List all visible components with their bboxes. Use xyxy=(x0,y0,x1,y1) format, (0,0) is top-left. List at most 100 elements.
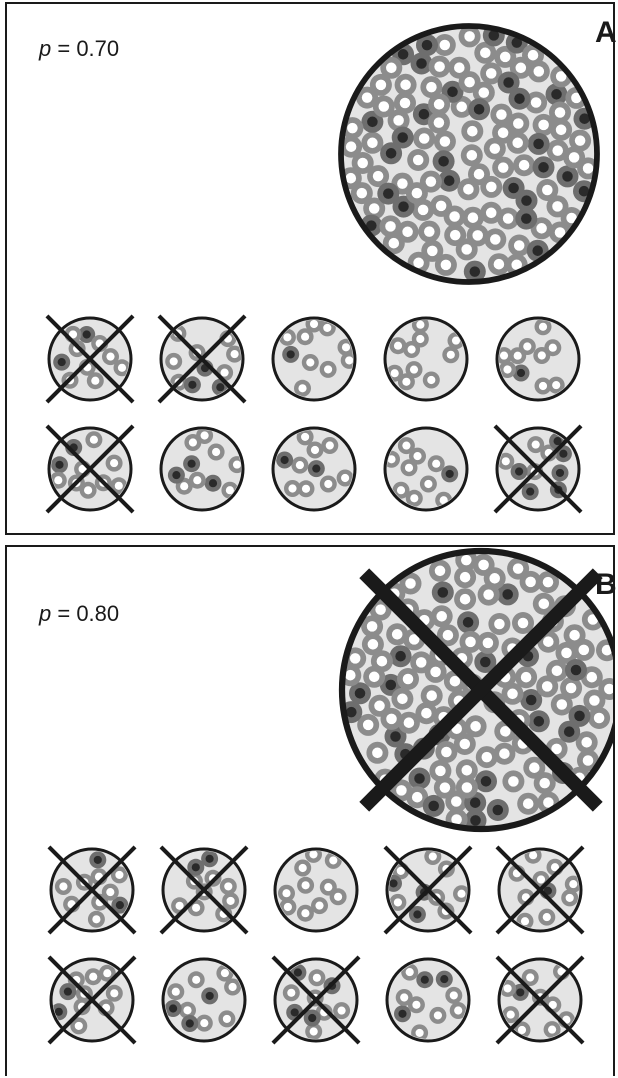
cell xyxy=(195,1014,213,1032)
dark-cell xyxy=(474,651,497,673)
cell xyxy=(105,454,123,472)
cell xyxy=(536,179,559,201)
dark-cell xyxy=(410,52,433,75)
cell xyxy=(361,633,384,656)
cell xyxy=(550,693,573,716)
cell xyxy=(466,224,489,247)
cell xyxy=(278,884,295,902)
cell xyxy=(429,759,452,782)
dark-cell xyxy=(435,970,453,988)
cell xyxy=(537,571,559,594)
cell xyxy=(461,206,484,229)
dark-cell xyxy=(510,463,528,480)
dark-cell xyxy=(89,851,107,869)
cross-mark xyxy=(157,314,247,404)
dark-cell xyxy=(515,189,538,212)
cell xyxy=(415,702,438,725)
small-dish xyxy=(495,845,585,935)
cell xyxy=(113,359,129,377)
cell xyxy=(110,866,128,884)
small-dish xyxy=(271,426,357,512)
dark-cell xyxy=(520,689,543,711)
cell xyxy=(333,1002,351,1020)
cell xyxy=(534,320,552,336)
cell xyxy=(297,480,315,498)
cell xyxy=(543,1021,561,1039)
cell xyxy=(407,149,430,171)
cell xyxy=(363,197,386,220)
cell xyxy=(436,624,459,647)
cell xyxy=(294,379,311,397)
cell xyxy=(296,430,314,446)
cell xyxy=(464,715,487,738)
cell xyxy=(480,201,503,224)
small-dish xyxy=(47,845,137,935)
panel-a-probability: p = 0.70 xyxy=(39,36,120,61)
cell xyxy=(445,986,463,1004)
cell xyxy=(497,207,520,230)
cell xyxy=(560,677,583,699)
panel-a-illustration xyxy=(45,23,600,514)
dark-cell xyxy=(187,858,205,876)
cell xyxy=(397,437,415,455)
cell xyxy=(458,28,481,48)
cell xyxy=(588,707,611,729)
cell xyxy=(427,455,445,473)
small-dish xyxy=(495,316,581,402)
dark-cell xyxy=(496,583,519,606)
dark-cell xyxy=(532,156,555,179)
cell xyxy=(54,878,72,895)
cell xyxy=(389,893,407,911)
dark-cell xyxy=(545,83,568,106)
cell xyxy=(102,348,119,366)
cell xyxy=(433,776,456,799)
cell xyxy=(306,441,324,459)
cell xyxy=(387,109,410,132)
cell xyxy=(394,73,417,96)
dark-cell xyxy=(392,195,415,218)
panel-b: p = 0.80 B xyxy=(5,545,617,1076)
cell xyxy=(492,156,515,179)
cell xyxy=(207,443,225,461)
cell xyxy=(380,707,403,730)
cell xyxy=(216,364,234,382)
cell xyxy=(405,361,423,379)
cell xyxy=(493,742,516,765)
cell xyxy=(524,851,542,864)
cell xyxy=(515,666,538,689)
dark-cell xyxy=(438,169,461,192)
cell xyxy=(392,481,410,499)
cell xyxy=(424,851,442,865)
small-dish xyxy=(47,955,137,1045)
cell xyxy=(499,361,516,378)
dark-cell xyxy=(556,165,579,188)
cell xyxy=(296,904,314,922)
cell xyxy=(460,144,483,167)
cell xyxy=(85,431,103,449)
cell xyxy=(572,638,595,661)
cell xyxy=(403,341,421,358)
dark-cell xyxy=(165,1000,182,1017)
dark-cell xyxy=(167,466,185,484)
cell xyxy=(455,759,478,782)
small-dish xyxy=(161,957,247,1043)
cell xyxy=(357,713,380,736)
panel-a-letter: A xyxy=(595,16,617,49)
cell xyxy=(319,475,337,493)
cell xyxy=(569,129,592,152)
cell xyxy=(329,888,347,906)
cell xyxy=(188,471,206,489)
cell xyxy=(394,92,416,114)
cell xyxy=(305,851,322,863)
cell xyxy=(538,908,556,926)
cell xyxy=(461,120,484,143)
cell xyxy=(187,971,205,989)
cell xyxy=(399,572,422,595)
cell xyxy=(435,741,458,763)
cell xyxy=(321,437,339,454)
cell xyxy=(389,337,407,355)
dark-cell xyxy=(78,326,96,343)
cell xyxy=(555,641,578,664)
cell xyxy=(449,1002,467,1019)
cell xyxy=(101,883,119,901)
